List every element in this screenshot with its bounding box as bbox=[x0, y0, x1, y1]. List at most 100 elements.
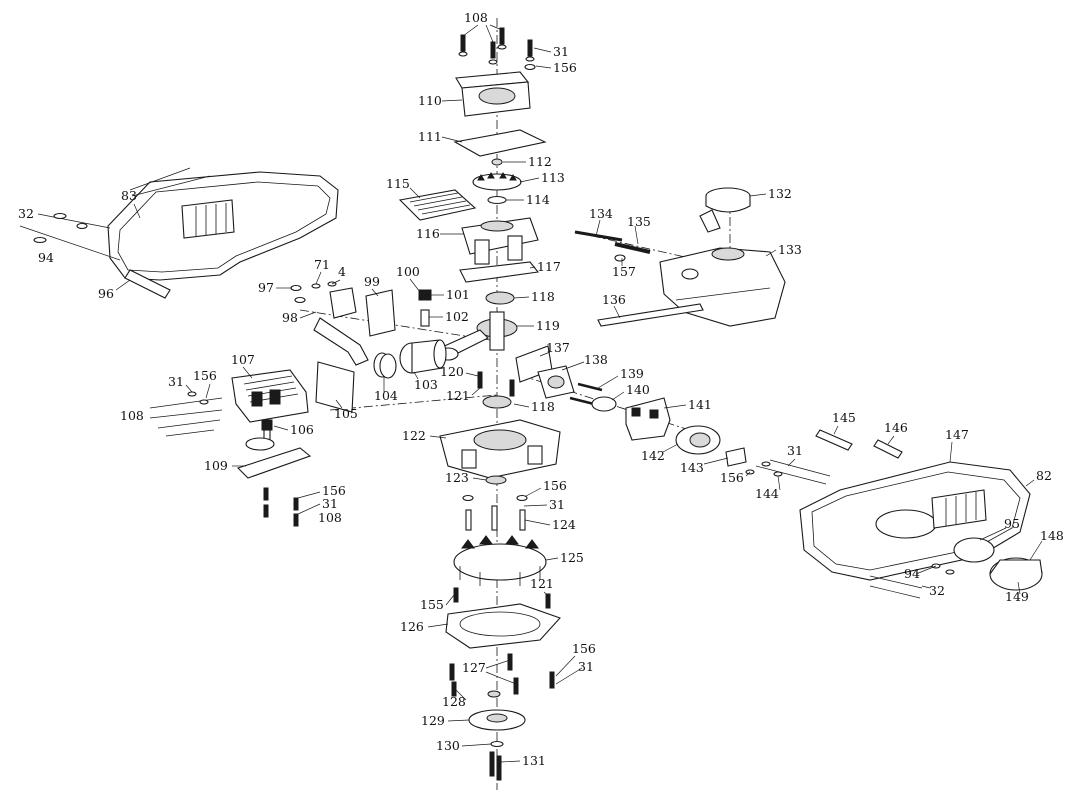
label-82: 82 bbox=[1036, 468, 1052, 483]
part-112-nut bbox=[491, 158, 503, 166]
label-31-right: 31 bbox=[787, 443, 803, 458]
cylinder-bolts bbox=[149, 391, 299, 527]
label-104: 104 bbox=[374, 388, 398, 403]
label-108-lower-left: 108 bbox=[318, 510, 342, 525]
left-cover-bolt-1 bbox=[37, 213, 111, 229]
label-105: 105 bbox=[334, 406, 358, 421]
label-4: 4 bbox=[338, 264, 346, 279]
label-124: 124 bbox=[552, 517, 576, 532]
label-31: 31 bbox=[553, 44, 569, 59]
part-131-bolts bbox=[489, 751, 502, 781]
label-134: 134 bbox=[589, 206, 613, 221]
label-98: 98 bbox=[282, 310, 298, 325]
part-95-148-filter-cups bbox=[953, 537, 1043, 591]
label-156: 156 bbox=[553, 60, 577, 75]
part-155-screw bbox=[453, 587, 459, 603]
part-136-rod bbox=[597, 303, 704, 327]
part-labels: 108 31 156 110 111 112 113 114 115 116 1… bbox=[18, 10, 1064, 768]
part-111-gasket bbox=[453, 129, 547, 157]
label-121-lower: 121 bbox=[530, 576, 554, 591]
label-107: 107 bbox=[231, 352, 255, 367]
label-31-lower-left: 31 bbox=[322, 496, 338, 511]
label-94-right: 94 bbox=[904, 566, 920, 581]
label-118-lower: 118 bbox=[531, 399, 555, 414]
part-118-bearing-bottom bbox=[482, 395, 512, 409]
label-156-left: 156 bbox=[193, 368, 217, 383]
part-119-crankshaft bbox=[437, 311, 518, 361]
part-139-screws bbox=[569, 382, 603, 406]
label-120: 120 bbox=[440, 364, 464, 379]
label-31-left: 31 bbox=[168, 374, 184, 389]
part-123-seal bbox=[485, 475, 507, 485]
label-137: 137 bbox=[546, 340, 570, 355]
label-114: 114 bbox=[526, 192, 550, 207]
part-132-fuel-cap bbox=[699, 187, 751, 233]
label-144: 144 bbox=[755, 486, 779, 501]
label-121: 121 bbox=[446, 388, 470, 403]
label-111: 111 bbox=[418, 129, 442, 144]
label-147: 147 bbox=[945, 427, 969, 442]
part-107-cylinder bbox=[231, 369, 309, 423]
part-115-grille bbox=[398, 189, 477, 221]
part-120-121-pins bbox=[477, 371, 515, 397]
part-145-146-rods bbox=[815, 429, 903, 459]
label-113: 113 bbox=[541, 170, 565, 185]
label-129: 129 bbox=[421, 713, 445, 728]
label-108-left: 108 bbox=[120, 408, 144, 423]
label-135: 135 bbox=[627, 214, 651, 229]
part-127-128-bolts bbox=[449, 653, 555, 698]
label-149: 149 bbox=[1005, 589, 1029, 604]
part-147-right-cover bbox=[799, 461, 1031, 581]
part-129-pulley bbox=[468, 709, 526, 731]
part-124-bolts bbox=[462, 494, 528, 531]
part-117-gasket bbox=[459, 261, 540, 283]
label-156-lower-left: 156 bbox=[322, 483, 346, 498]
label-127: 127 bbox=[462, 660, 486, 675]
label-148: 148 bbox=[1040, 528, 1064, 543]
left-cover-bolt-2 bbox=[19, 225, 121, 261]
label-32: 32 bbox=[18, 206, 34, 221]
part-126-base-cover bbox=[445, 603, 561, 649]
label-156-center: 156 bbox=[543, 478, 567, 493]
part-110-head-cover bbox=[455, 71, 531, 117]
label-71: 71 bbox=[314, 257, 330, 272]
part-101-clip bbox=[418, 289, 432, 301]
washer-32-a bbox=[53, 212, 67, 220]
part-103-piston bbox=[399, 339, 447, 374]
label-83: 83 bbox=[121, 188, 137, 203]
label-102: 102 bbox=[445, 309, 469, 324]
label-117: 117 bbox=[537, 259, 561, 274]
label-119: 119 bbox=[536, 318, 560, 333]
label-108: 108 bbox=[464, 10, 488, 25]
label-138: 138 bbox=[584, 352, 608, 367]
washer-left-c bbox=[76, 222, 88, 230]
label-109: 109 bbox=[204, 458, 228, 473]
label-116: 116 bbox=[416, 226, 440, 241]
label-136: 136 bbox=[602, 292, 626, 307]
label-96: 96 bbox=[98, 286, 114, 301]
part-140-gasket bbox=[591, 396, 617, 412]
part-105-gasket bbox=[315, 361, 355, 413]
part-109-bracket bbox=[236, 437, 312, 479]
part-125-flywheel bbox=[453, 535, 547, 586]
exhaust-axis bbox=[299, 309, 491, 341]
part-113-gear bbox=[472, 172, 522, 191]
label-118: 118 bbox=[531, 289, 555, 304]
label-141: 141 bbox=[688, 397, 712, 412]
label-145: 145 bbox=[832, 410, 856, 425]
label-143: 143 bbox=[680, 460, 704, 475]
part-143-clip bbox=[725, 447, 747, 467]
part-121-screw bbox=[545, 593, 551, 609]
label-103: 103 bbox=[414, 377, 438, 392]
label-32-right: 32 bbox=[929, 583, 945, 598]
label-106: 106 bbox=[290, 422, 314, 437]
label-99: 99 bbox=[364, 274, 380, 289]
label-112: 112 bbox=[528, 154, 552, 169]
part-116-cam-housing bbox=[461, 217, 539, 265]
label-146: 146 bbox=[884, 420, 908, 435]
label-130: 130 bbox=[436, 738, 460, 753]
label-155: 155 bbox=[420, 597, 444, 612]
label-115: 115 bbox=[386, 176, 410, 191]
